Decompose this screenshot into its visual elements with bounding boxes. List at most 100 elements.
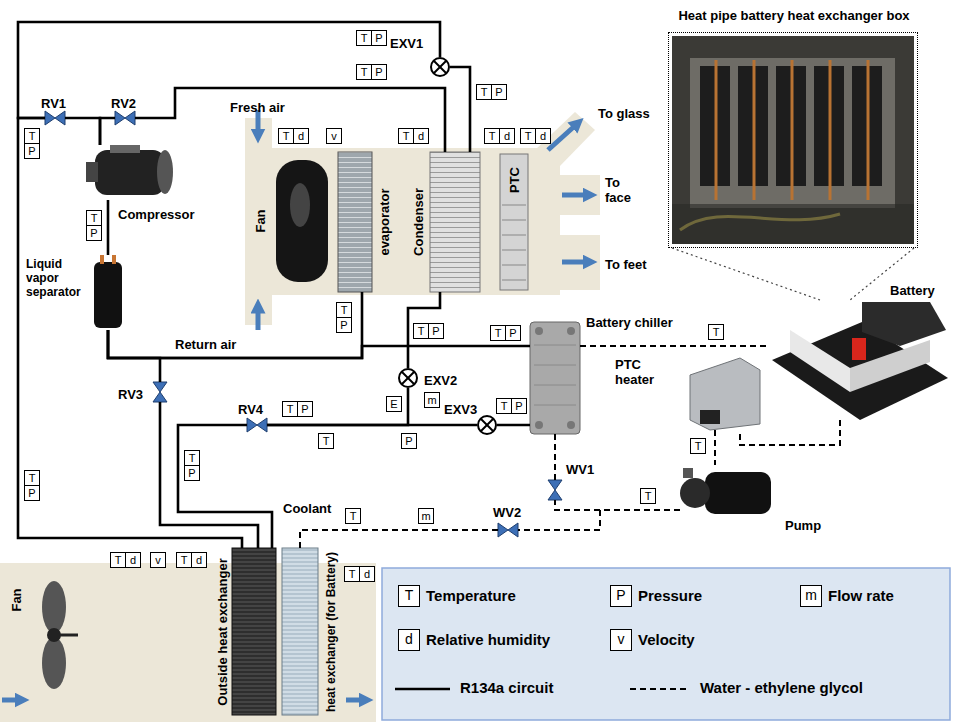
legend-entry: Water - ethylene glycol <box>700 679 863 697</box>
sensor-tag: TP <box>356 30 387 46</box>
component-label: EXV1 <box>390 37 423 52</box>
expansion-valve-symbol <box>481 419 493 431</box>
label-holder: Outside heat exchanger <box>213 558 231 705</box>
label-holder: RV3 <box>118 385 143 403</box>
component-label: Heat pipe battery heat exchanger box <box>678 9 909 24</box>
battery-chiller: Battery chiller <box>530 322 580 434</box>
label-holder: To face <box>605 176 631 206</box>
sensor-tag: m <box>418 508 434 524</box>
legend-box <box>382 568 950 720</box>
sensor-letter: T <box>357 65 371 79</box>
valve-symbol <box>153 392 167 402</box>
pump-illustration <box>705 472 771 514</box>
sensor-tag: TP <box>24 128 40 159</box>
legend-line-sample <box>395 688 450 691</box>
valve-symbol <box>45 111 562 537</box>
air-flow-arrow <box>346 698 366 703</box>
battery-pack-illustration <box>772 302 948 420</box>
label-holder: WV2 <box>493 503 521 521</box>
battery-chiller-illustration <box>534 405 576 406</box>
coolant-line <box>554 434 556 480</box>
label-holder: EXV2 <box>424 371 457 389</box>
sensor-letter: T <box>414 324 428 338</box>
label-holder: To feet <box>605 255 647 273</box>
battery-chiller-illustration <box>535 327 543 335</box>
sensor-letter: v <box>151 553 165 567</box>
ptc-air-heater-illustration <box>502 265 526 266</box>
ptc-coolant-heater-illustration <box>700 410 720 424</box>
valve-symbol <box>548 480 562 490</box>
sensor-tag: TP <box>282 401 313 417</box>
water-valve: WV1 <box>548 480 562 500</box>
air-flow-label: Coolant <box>283 502 331 517</box>
label-holder: heat exchanger (for Battery) <box>321 552 339 712</box>
coolant-line <box>740 420 840 445</box>
heat-pipe-photo <box>690 58 895 208</box>
heat-pipe-photo <box>867 60 870 200</box>
reversing-valve: RV2 <box>115 111 135 125</box>
legend-text: Velocity <box>638 631 695 648</box>
label-holder: Fan <box>251 209 269 232</box>
ptc-coolant-heater-illustration <box>690 358 760 430</box>
sensor-letter: T <box>709 325 723 339</box>
ptc-air-heater-illustration <box>502 205 526 206</box>
coolant-line <box>518 510 680 530</box>
compressor-illustration <box>95 150 165 195</box>
sensor-letter: d <box>405 630 413 649</box>
legend-text: R134a circuit <box>460 679 553 696</box>
sensor-letter: T <box>691 439 705 453</box>
legend-entry: R134a circuit <box>460 679 553 697</box>
expansion-valve-symbol <box>402 372 414 384</box>
sensor-letter: E <box>387 397 401 411</box>
air-duct <box>245 112 600 325</box>
label-holder: Heat pipe battery heat exchanger box <box>657 6 931 24</box>
sensor-letter: T <box>477 85 491 99</box>
label-holder: PTC <box>505 167 523 193</box>
sensor-letter: v <box>618 630 625 649</box>
sensor-tag: TP <box>86 210 102 241</box>
air-flow-arrow <box>256 306 261 330</box>
label-holder: RV4 <box>238 400 263 418</box>
refrigerant-line <box>267 388 408 425</box>
component-label: Liquid vapor separator <box>26 258 81 299</box>
air-flow-label: Fresh air <box>230 101 285 116</box>
ptc-coolant-heater: PTC heater <box>685 355 760 430</box>
sensor-letter: v <box>327 129 341 143</box>
air-flow-arrow <box>548 123 578 150</box>
component-label: PTC <box>508 167 523 193</box>
air-flow-label: To feet <box>605 258 647 273</box>
legend-text: Water - ethylene glycol <box>700 679 863 696</box>
sensor-letter: P <box>337 317 351 332</box>
label-holder: Coolant <box>283 499 331 517</box>
component-label: WV2 <box>493 506 521 521</box>
refrigerant-line <box>18 118 242 548</box>
reversing-valve: RV1 <box>45 111 65 125</box>
sensor-tag: Td <box>176 552 207 568</box>
legend-text: Temperature <box>426 587 516 604</box>
refrigerant-line <box>18 22 440 118</box>
sensor-letter: T <box>25 471 39 485</box>
sensor-tag: TP <box>476 84 507 100</box>
air-flow-label: To glass <box>598 107 650 122</box>
condenser-illustration <box>430 152 480 292</box>
sensor-tag: T <box>318 433 334 449</box>
legend-entry: Pressure <box>638 587 702 605</box>
refrigerant-line <box>450 67 470 152</box>
outside-heat-exchanger-illustration <box>232 548 276 715</box>
legend-sample-box: d <box>398 629 420 651</box>
sensor-letter: P <box>616 586 625 605</box>
compressor-illustration <box>157 150 173 194</box>
sensor-letter: T <box>111 553 125 567</box>
compressor-illustration <box>86 145 173 195</box>
sensor-letter: T <box>485 129 499 143</box>
air-flow-label: Return air <box>175 338 236 353</box>
air-duct <box>555 235 600 290</box>
legend-sample-box: v <box>610 629 632 651</box>
sensor-tag: Td <box>278 128 309 144</box>
sensor-letter: T <box>345 567 359 581</box>
ptc-air-heater-illustration <box>502 235 526 236</box>
sensor-tag: Td <box>344 566 375 582</box>
outside-air-duct <box>0 563 376 722</box>
